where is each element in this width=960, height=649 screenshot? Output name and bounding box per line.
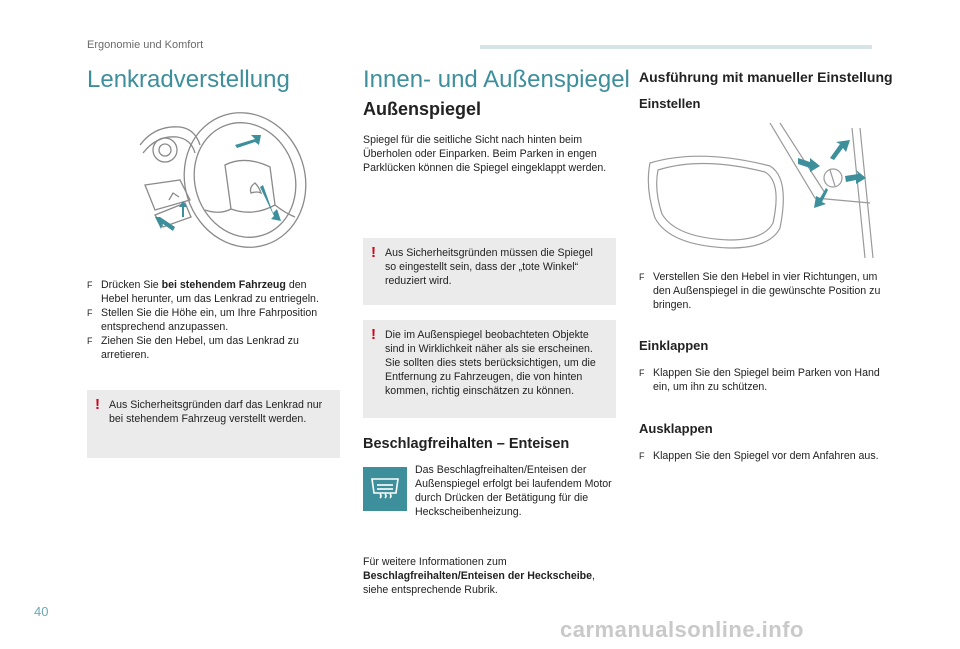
step-text: den Hebel herunter, um das Lenkrad zu en… xyxy=(101,279,319,305)
exclamation-icon: ! xyxy=(371,244,376,261)
subtitle-outside-mirror: Außenspiegel xyxy=(363,99,482,119)
warning-note-blindspot: ! Aus Sicherheitsgründen müssen die Spie… xyxy=(363,238,616,305)
exclamation-icon: ! xyxy=(95,396,100,413)
step-text: Drücken Sie xyxy=(101,279,162,291)
manual-adjust-title: Ausführung mit manueller Einstellung xyxy=(639,69,893,85)
step-bold: bei stehendem Fahrzeug xyxy=(161,279,286,291)
warning-text: Die im Außenspiegel beobachteten Objekte… xyxy=(385,329,596,397)
header-bar xyxy=(480,45,872,49)
more-info-link: Beschlagfreihalten/Enteisen der Hecksche… xyxy=(363,570,593,582)
step-text: Klappen Sie den Spiegel beim Parken von … xyxy=(653,367,880,393)
step-marker: F xyxy=(87,280,93,290)
intro-text: Spiegel für die seitliche Sicht nach hin… xyxy=(363,134,607,174)
watermark: carmanualsonline.info xyxy=(560,617,804,642)
step-text: Ziehen Sie den Hebel, um das Lenkrad zu … xyxy=(101,335,299,361)
warning-text: Aus Sicherheitsgründen müssen die Spiege… xyxy=(385,247,593,287)
step-item: F Stellen Sie die Höhe ein, um Ihre Fahr… xyxy=(87,306,337,334)
step-marker: F xyxy=(87,308,93,318)
step-item: F Drücken Sie bei stehendem Fahrzeug den… xyxy=(87,278,337,306)
exclamation-icon: ! xyxy=(371,326,376,343)
warning-note-distance: ! Die im Außenspiegel beobachteten Objek… xyxy=(363,320,616,418)
steps-steering: F Drücken Sie bei stehendem Fahrzeug den… xyxy=(87,278,337,362)
mirror-control-icon xyxy=(647,122,874,259)
step-item: F Ziehen Sie den Hebel, um das Lenkrad z… xyxy=(87,334,337,362)
defrost-title: Beschlagfreihalten – Enteisen xyxy=(363,436,570,452)
title-mirrors: Innen- und Außenspiegel xyxy=(363,66,630,93)
fold-title: Einklappen xyxy=(639,338,709,353)
more-info-text: Für weitere Informationen zum Beschlagfr… xyxy=(363,555,613,597)
title-steering: Lenkradverstellung xyxy=(87,66,290,93)
unfold-step: F Klappen Sie den Spiegel vor dem Anfahr… xyxy=(639,449,889,463)
adjust-title: Einstellen xyxy=(639,96,701,111)
unfold-title: Ausklappen xyxy=(639,421,713,436)
more-info-suffix: , siehe entsprechende Rubrik. xyxy=(363,570,595,596)
step-marker: F xyxy=(639,451,645,461)
step-marker: F xyxy=(639,368,645,378)
more-info-prefix: Für weitere Informationen zum xyxy=(363,556,507,568)
warning-text: Aus Sicherheitsgründen darf das Lenkrad … xyxy=(109,399,323,425)
step-item: F Klappen Sie den Spiegel beim Parken vo… xyxy=(639,366,889,394)
section-label: Ergonomie und Komfort xyxy=(87,39,204,51)
adjust-step: F Verstellen Sie den Hebel in vier Richt… xyxy=(639,270,889,312)
step-text: Verstellen Sie den Hebel in vier Richtun… xyxy=(653,271,881,311)
step-text: Klappen Sie den Spiegel vor dem Anfahren… xyxy=(653,450,879,462)
fold-step: F Klappen Sie den Spiegel beim Parken vo… xyxy=(639,366,889,394)
step-marker: F xyxy=(639,272,645,282)
step-text: Stellen Sie die Höhe ein, um Ihre Fahrpo… xyxy=(101,307,318,333)
warning-note-steering: ! Aus Sicherheitsgründen darf das Lenkra… xyxy=(87,390,340,458)
step-item: F Klappen Sie den Spiegel vor dem Anfahr… xyxy=(639,449,889,463)
defrost-text: Das Beschlagfreihalten/Enteisen der Auße… xyxy=(415,464,612,518)
page-number: 40 xyxy=(34,604,49,619)
step-marker: F xyxy=(87,336,93,346)
steering-wheel-icon xyxy=(139,112,307,248)
step-item: F Verstellen Sie den Hebel in vier Richt… xyxy=(639,270,889,312)
rear-defrost-icon xyxy=(363,467,407,511)
